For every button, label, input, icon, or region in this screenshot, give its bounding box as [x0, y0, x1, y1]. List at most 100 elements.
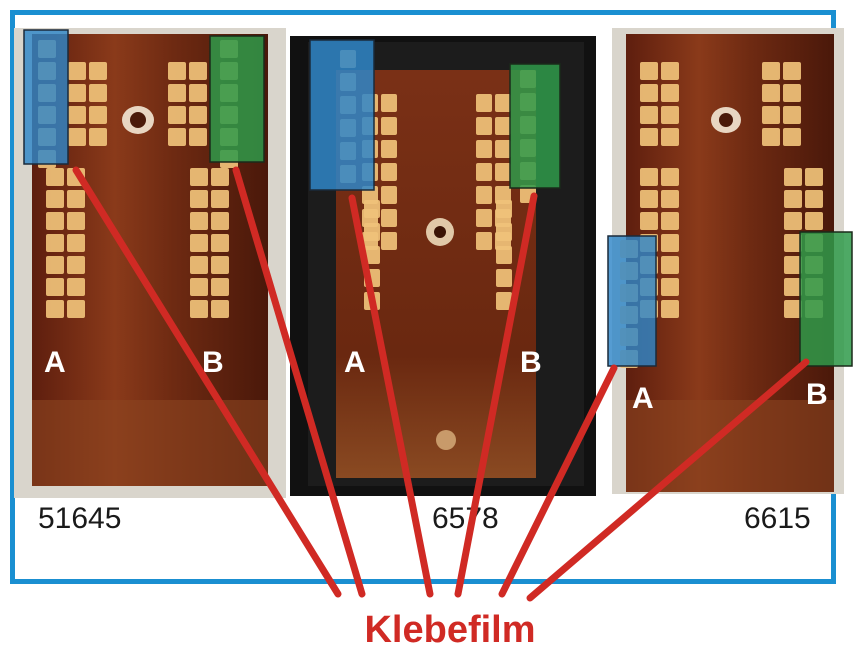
leader-line-3b [526, 358, 810, 602]
contact-pad [661, 278, 679, 296]
contact-pad [381, 163, 397, 181]
contact-pad [67, 234, 85, 252]
contact-pad [496, 246, 512, 264]
caption-klebefilm: Klebefilm [364, 609, 535, 648]
contact-pad [190, 212, 208, 230]
contact-pad [46, 212, 64, 230]
label-a-3: A [632, 382, 654, 415]
tape-a-3 [607, 235, 657, 367]
contact-pad [211, 300, 229, 318]
label-a-1: A [44, 346, 66, 379]
tape-b-2 [509, 63, 561, 189]
contact-pad [784, 212, 802, 230]
contact-pad [189, 84, 207, 102]
contact-pad [211, 212, 229, 230]
contact-pad [46, 234, 64, 252]
contact-pad [67, 212, 85, 230]
contact-pad [364, 223, 380, 241]
contact-pad [190, 168, 208, 186]
leader-line-1b [232, 166, 366, 598]
contact-pad [89, 128, 107, 146]
contact-pad [67, 300, 85, 318]
contact-pad [190, 300, 208, 318]
contact-pad [476, 209, 492, 227]
contact-pad [476, 140, 492, 158]
tape-b-3 [799, 231, 853, 367]
contact-pad [661, 212, 679, 230]
contact-pad [762, 62, 780, 80]
sample-id-3: 6615 [744, 502, 811, 535]
contact-pad [68, 128, 86, 146]
contact-pad [661, 234, 679, 252]
leader-line-3a [498, 364, 618, 598]
contact-pad [211, 278, 229, 296]
contact-pad [46, 300, 64, 318]
sample-id-1: 51645 [38, 502, 121, 535]
contact-pad [783, 84, 801, 102]
contact-pad [46, 190, 64, 208]
contact-pad [783, 106, 801, 124]
contact-pad [67, 190, 85, 208]
label-b-1: B [202, 346, 224, 379]
contact-pad [67, 278, 85, 296]
contact-pad [661, 256, 679, 274]
leader-line-1a [72, 166, 342, 598]
contact-pad [190, 234, 208, 252]
sample-panel-3: A B 6615 [607, 28, 853, 535]
contact-pad [476, 232, 492, 250]
tape-b-1 [209, 35, 265, 163]
contact-pad [640, 106, 658, 124]
contact-pad [211, 256, 229, 274]
sample-panel-2: A B 6578 [290, 36, 596, 535]
contact-pad [661, 190, 679, 208]
contact-pad [805, 212, 823, 230]
contact-pad [661, 84, 679, 102]
contact-pad [381, 140, 397, 158]
contact-pad [495, 94, 511, 112]
tape-a-1 [23, 29, 69, 165]
label-b-3: B [806, 378, 828, 411]
contact-pad [495, 163, 511, 181]
contact-pad [783, 62, 801, 80]
contact-pad [168, 62, 186, 80]
contact-pad [476, 163, 492, 181]
contact-pad [189, 128, 207, 146]
contact-pad [496, 223, 512, 241]
contact-pad [211, 168, 229, 186]
contact-pad [783, 128, 801, 146]
contact-pad [68, 106, 86, 124]
contact-pad [211, 234, 229, 252]
contact-pad [495, 140, 511, 158]
contact-pad [640, 190, 658, 208]
contact-pad [784, 256, 802, 274]
contact-pad [784, 278, 802, 296]
contact-pad [46, 278, 64, 296]
contact-pad [640, 212, 658, 230]
leader-line-2a [348, 194, 434, 598]
contact-pad [805, 190, 823, 208]
contact-pad [661, 168, 679, 186]
contact-pad [762, 106, 780, 124]
label-a-2: A [344, 346, 366, 379]
contact-pad [476, 94, 492, 112]
tape-a-2 [309, 39, 375, 191]
contact-pad [68, 62, 86, 80]
contact-pad [661, 62, 679, 80]
label-b-2: B [520, 346, 542, 379]
contact-pad [496, 200, 512, 218]
contact-pad [496, 269, 512, 287]
contact-pad [190, 278, 208, 296]
contact-pad [364, 200, 380, 218]
contact-pad [640, 84, 658, 102]
contact-pad [762, 128, 780, 146]
contact-pad [190, 190, 208, 208]
sample-panel-1: A B 51645 [14, 28, 286, 535]
contact-pad [381, 186, 397, 204]
contact-pad [189, 62, 207, 80]
contact-pad [784, 190, 802, 208]
contact-pad [381, 209, 397, 227]
sample-id-2: 6578 [432, 502, 499, 535]
contact-pad [784, 234, 802, 252]
contact-pad [476, 117, 492, 135]
